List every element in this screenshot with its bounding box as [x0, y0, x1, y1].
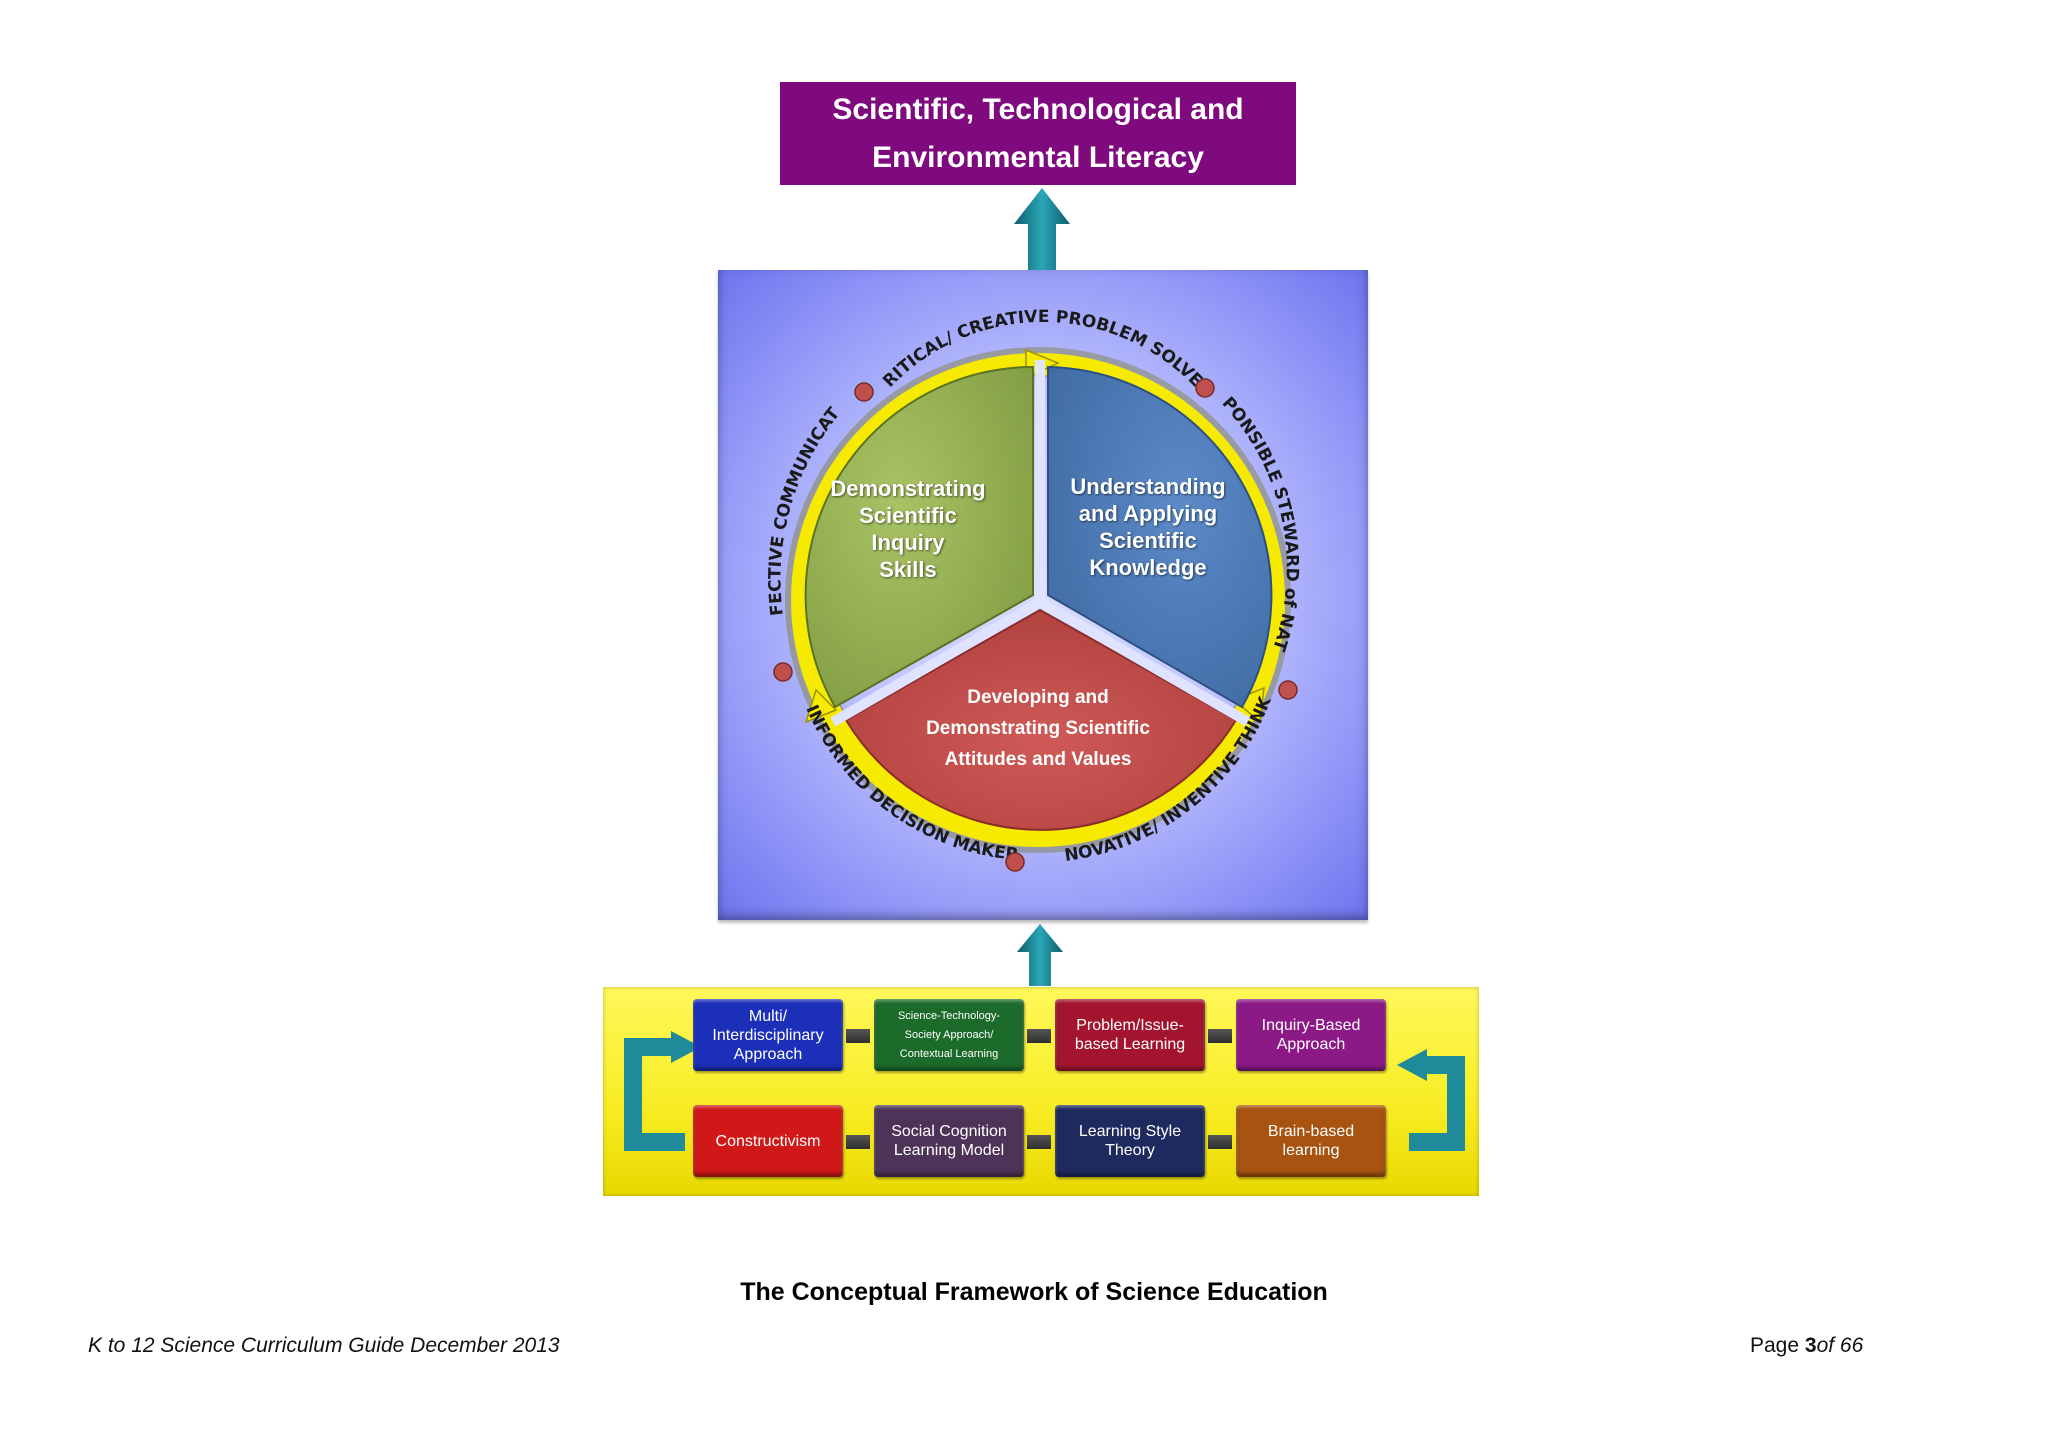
competency-wheel-panel: CRITICAL/ CREATIVE PROBLEM SOLVER RESPON… — [718, 270, 1368, 920]
footer-page-total: of 66 — [1816, 1334, 1864, 1357]
literacy-title-line2: Environmental Literacy — [872, 140, 1204, 174]
approach-social-cognition: Social Cognition Learning Model — [874, 1105, 1024, 1177]
footer-page-label: Page — [1750, 1334, 1805, 1357]
wheel-segment-blue — [1047, 365, 1273, 709]
approach-connector — [1027, 1029, 1051, 1043]
approach-inquiry-based: Inquiry-Based Approach — [1236, 999, 1386, 1071]
wheel-segment-green — [804, 365, 1034, 709]
approaches-frame: Multi/ Interdisciplinary Approach Scienc… — [603, 987, 1479, 1196]
literacy-title-line1: Scientific, Technological and — [832, 92, 1244, 126]
approach-multidisciplinary: Multi/ Interdisciplinary Approach — [693, 999, 843, 1071]
approach-connector — [1027, 1135, 1051, 1149]
wheel-segment-red — [844, 608, 1238, 831]
up-arrow-bottom-icon — [1017, 924, 1063, 986]
ring-dot — [854, 382, 874, 402]
footer-page-number: Page 3of 66 — [1750, 1334, 1863, 1358]
approach-connector — [1208, 1029, 1232, 1043]
footer-document-title: K to 12 Science Curriculum Guide Decembe… — [88, 1334, 560, 1357]
approach-connector — [1208, 1135, 1232, 1149]
competency-wheel: CRITICAL/ CREATIVE PROBLEM SOLVER RESPON… — [718, 270, 1302, 872]
approach-connector — [846, 1135, 870, 1149]
segment-label-attitudes-values: Developing and Demonstrating Scientific … — [926, 687, 1150, 770]
literacy-title-box: Scientific, Technological and Environmen… — [780, 82, 1296, 185]
approach-connector — [846, 1029, 870, 1043]
footer-page-current: 3 — [1804, 1334, 1817, 1357]
ring-dot — [1005, 852, 1025, 872]
up-arrow-top-icon — [1014, 188, 1070, 270]
segment-label-scientific-knowledge: Understanding and Applying Scientific Kn… — [1070, 474, 1226, 580]
approach-constructivism: Constructivism — [693, 1105, 843, 1177]
ring-dot — [773, 662, 793, 682]
cycle-arrow-left-icon — [624, 1031, 701, 1151]
figure-caption: The Conceptual Framework of Science Educ… — [740, 1278, 1328, 1306]
approach-learning-style: Learning Style Theory — [1055, 1105, 1205, 1177]
approach-sts-contextual: Science-Technology- Society Approach/ Co… — [874, 999, 1024, 1071]
approach-problem-based: Problem/Issue- based Learning — [1055, 999, 1205, 1071]
segment-label-inquiry-skills: Demonstrating Scientific Inquiry Skills — [830, 476, 986, 582]
cycle-arrow-right-icon — [1397, 1049, 1465, 1151]
ring-dot — [1278, 680, 1298, 700]
approach-brain-based: Brain-based learning — [1236, 1105, 1386, 1177]
ring-dot — [1195, 378, 1215, 398]
